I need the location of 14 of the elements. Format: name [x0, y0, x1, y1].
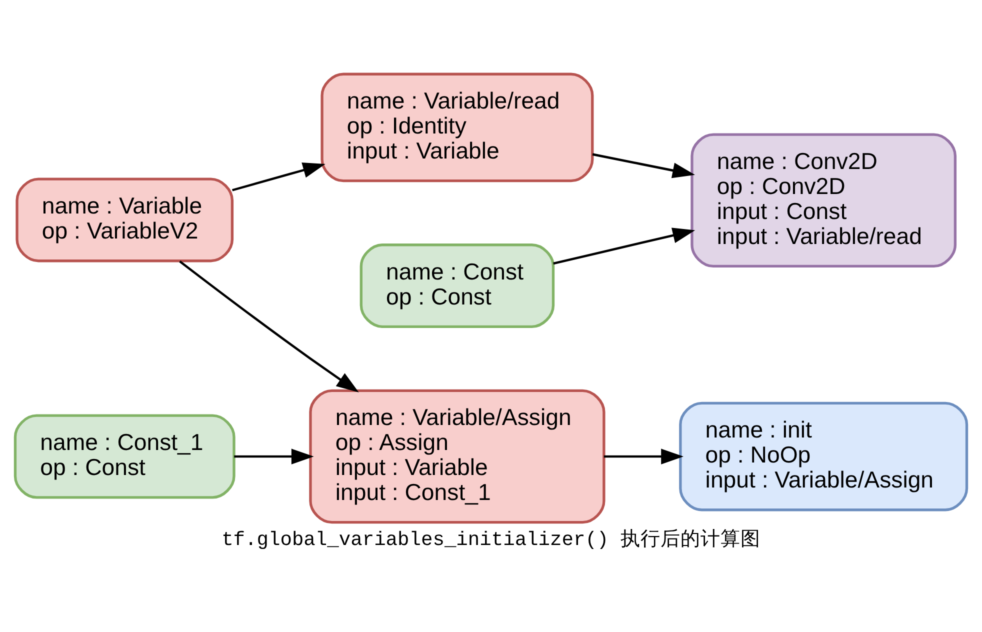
node-box: name : Const op : Const	[360, 244, 555, 328]
arrow	[553, 228, 696, 265]
node-box: name : Const_1 op : Const	[14, 414, 236, 499]
node-box: name : init op : NoOp input : Variable/Assign	[679, 402, 968, 512]
arrow	[592, 153, 695, 178]
node-box: name : Conv2D op : Conv2D input : Const input : Variable/read	[690, 133, 957, 268]
node-box: name : Variable/read op : Identity input : Variable	[320, 72, 594, 182]
node-box: name : Variable/Assign op : Assign input : Variable input : Const_1	[309, 389, 606, 524]
arrow	[179, 260, 359, 392]
arrow	[234, 448, 314, 464]
arrow	[604, 448, 684, 464]
arrow	[232, 162, 326, 192]
node-box: name : Variable op : VariableV2	[16, 178, 234, 262]
caption: tf.global_variables_initializer() 执行后的计算图	[222, 529, 760, 552]
